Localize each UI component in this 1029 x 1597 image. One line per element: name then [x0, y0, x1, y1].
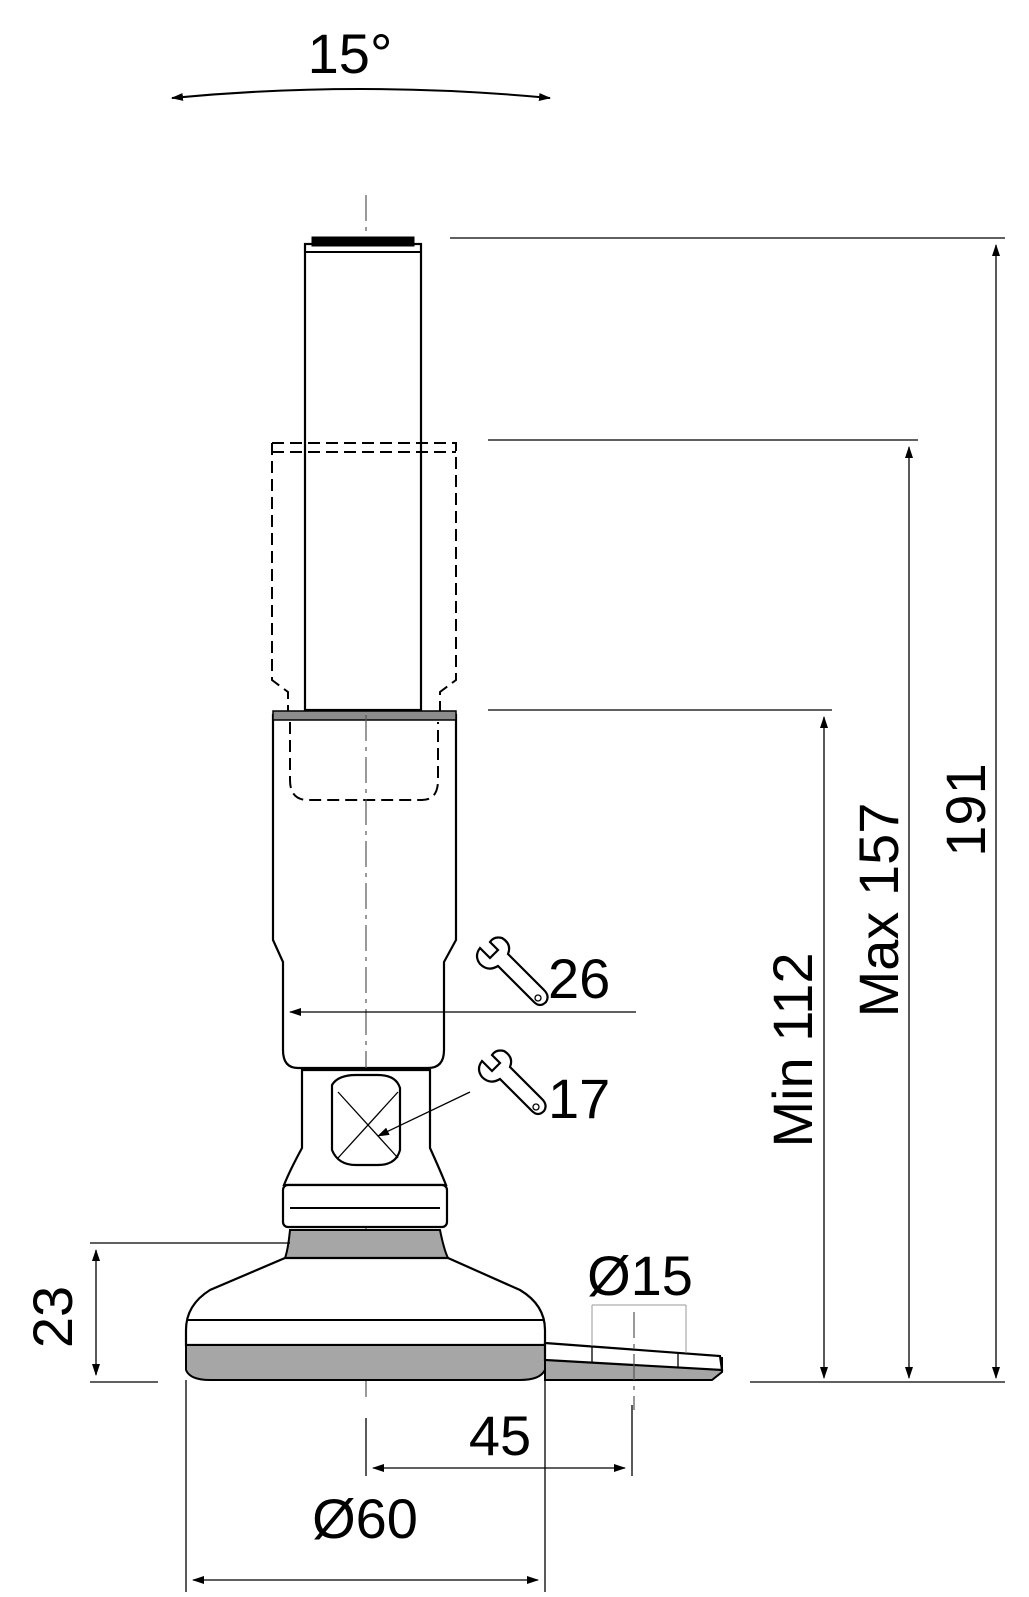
wrench-icon: [477, 1049, 547, 1116]
max-height-label: Max 157: [847, 803, 910, 1018]
base: [184, 1229, 724, 1381]
hole-offset-dimension: 45: [365, 1404, 633, 1476]
min-height-dimension: Min 112: [488, 709, 832, 1379]
tilt-angle-dimension: 15°: [171, 22, 551, 101]
wrench-small-label: 17: [548, 1067, 610, 1130]
wrench-icon: [475, 936, 549, 1007]
hex-body: [271, 710, 458, 1070]
spindle: [303, 236, 423, 712]
hole-diameter-label: Ø15: [587, 1244, 693, 1307]
total-height-dimension: 191: [450, 237, 1005, 1383]
base-diameter-dimension: Ø60: [185, 1380, 546, 1592]
base-diameter-label: Ø60: [312, 1487, 418, 1550]
hole-offset-label: 45: [469, 1404, 531, 1467]
base-height-dimension: 23: [21, 1242, 290, 1383]
wrench-large-callout: 26: [289, 936, 636, 1016]
wrench-small-callout: 17: [377, 1049, 610, 1137]
max-height-dimension: Max 157: [488, 439, 918, 1379]
total-height-label: 191: [934, 763, 997, 856]
wrench-large-label: 26: [548, 947, 610, 1010]
tilt-angle-label: 15°: [308, 22, 393, 85]
neck: [281, 1068, 449, 1229]
min-height-label: Min 112: [761, 952, 824, 1147]
hole-diameter-dimension: Ø15: [587, 1244, 693, 1410]
base-height-label: 23: [21, 1286, 84, 1348]
